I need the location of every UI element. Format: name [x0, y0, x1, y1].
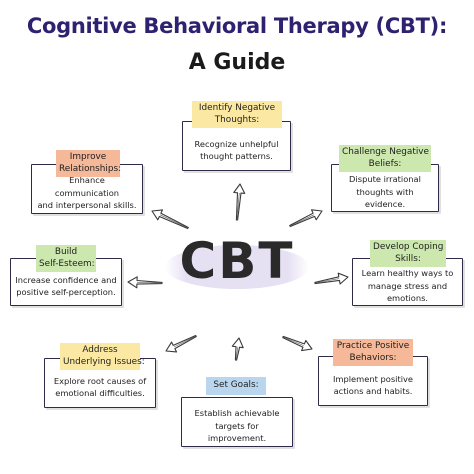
arrow-to-goals-sketch-line — [235, 346, 239, 361]
node-heading-line: Practice Positive — [336, 341, 410, 351]
node-heading-line: Develop Coping — [373, 242, 444, 252]
node-body: Dispute irrational thoughts with evidenc… — [332, 163, 438, 212]
node-identify-negative-thoughts: Recognize unhelpful thought patterns. — [182, 121, 291, 171]
arrow-to-esteem-sketch-line — [136, 282, 163, 284]
page-title: Cognitive Behavioral Therapy (CBT): — [26, 14, 448, 38]
node-heading-line: Relationships: — [59, 163, 122, 174]
node-body-line: and interpersonal skills. — [37, 200, 137, 211]
node-body-line: positive self-perception. — [16, 287, 116, 297]
arrow-to-challenge-sketch-line — [289, 214, 315, 227]
arrow-to-positive-sketch-line — [282, 336, 304, 346]
node-set-goals: Establish achievable targets for improve… — [181, 397, 293, 447]
center-label: CBT — [179, 232, 295, 290]
node-body-line: manage stress and emotions. — [367, 280, 448, 304]
node-body: Learn healthy ways to manage stress and … — [353, 257, 462, 306]
node-heading-line: Improve — [69, 152, 107, 162]
node-heading: Challenge Negative Beliefs: — [339, 145, 431, 173]
node-heading-line: Behaviors: — [349, 352, 397, 363]
node-body-line: Dispute irrational — [349, 174, 421, 185]
node-body-line: thoughts with evidence. — [356, 186, 414, 210]
arrow-to-identify — [233, 183, 246, 221]
node-body-line: Enhance communication — [54, 175, 120, 198]
node-heading-line: Self-Esteem: — [39, 258, 95, 269]
node-body: Enhance communication and interpersonal … — [32, 164, 142, 213]
node-body-line: emotional difficulties. — [55, 388, 145, 398]
node-body: Increase confidence and positive self-pe… — [11, 264, 120, 301]
node-heading: Set Goals: — [206, 377, 266, 395]
node-heading-line: Address — [82, 345, 118, 355]
node-heading-line: Build — [54, 247, 78, 257]
arrow-to-coping-sketch-line — [314, 278, 340, 284]
node-body: Recognize unhelpful thought patterns. — [191, 128, 283, 165]
arrow-to-underlying-sketch-line — [173, 335, 197, 348]
node-heading: Improve Relationships: — [56, 150, 122, 178]
node-heading: Build Self-Esteem: — [36, 245, 96, 273]
node-body-line: actions and habits. — [333, 386, 413, 396]
node-heading: Develop Coping Skills: — [370, 240, 446, 268]
node-body-line: targets for improvement. — [207, 420, 267, 444]
connector-arrows — [127, 183, 349, 361]
cbt-highlight-swash — [165, 245, 309, 289]
node-heading-line: Set Goals: — [213, 380, 259, 390]
node-body-line: Increase confidence and — [15, 274, 117, 285]
node-heading-line: Underlying Issues: — [63, 356, 145, 367]
node-body-line: Recognize unhelpful — [194, 138, 279, 149]
node-body-line: thought patterns. — [200, 151, 273, 161]
node-body: Explore root causes of emotional difficu… — [50, 365, 150, 402]
node-heading-line: Challenge Negative — [342, 147, 430, 157]
node-heading-line: Skills: — [395, 253, 421, 264]
node-heading-line: Identify Negative — [198, 103, 276, 113]
node-heading: Practice Positive Behaviors: — [333, 339, 413, 367]
node-body-line: Explore root causes of — [53, 375, 147, 386]
arrow-to-identify-sketch-line — [236, 192, 240, 221]
node-body-line: Implement positive — [332, 373, 414, 384]
arrow-to-relationships-sketch-line — [159, 214, 189, 229]
node-body: Establish achievable targets for improve… — [182, 397, 292, 446]
node-heading: Address Underlying Issues: — [60, 343, 145, 371]
page-subtitle: A Guide — [188, 50, 286, 75]
node-body: Implement positive actions and habits. — [329, 363, 417, 400]
node-heading-line: Thoughts: — [214, 114, 260, 125]
node-heading-line: Beliefs: — [368, 158, 402, 169]
node-heading: Identify Negative Thoughts: — [192, 101, 282, 129]
node-body-line: Establish achievable — [194, 408, 280, 419]
node-body-line: Learn healthy ways to — [361, 268, 454, 279]
